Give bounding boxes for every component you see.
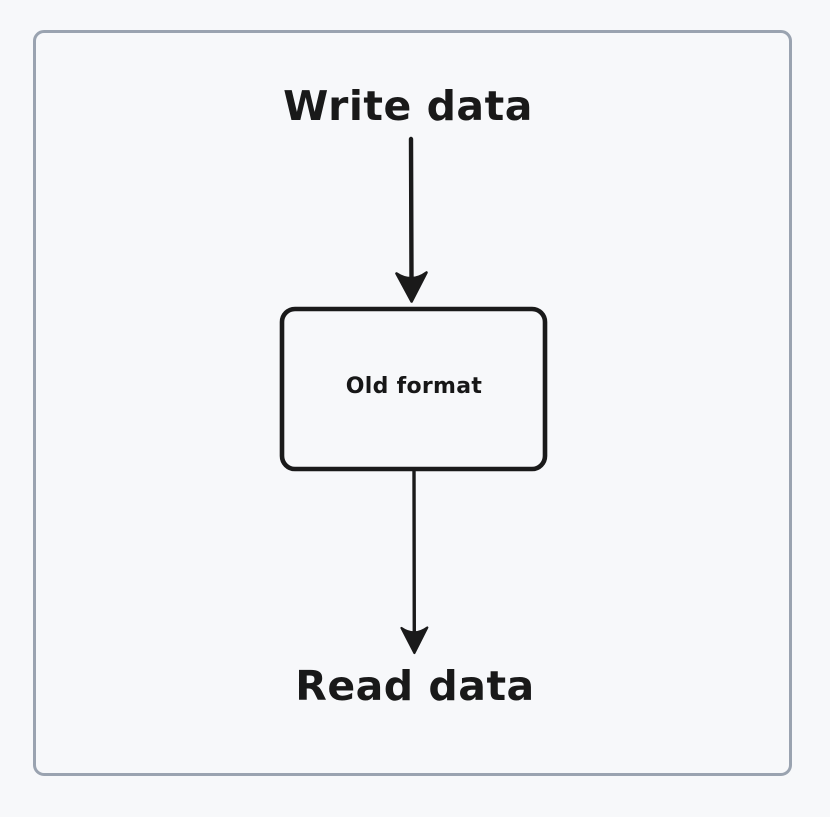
edge-write-arrowhead [395,271,428,303]
edge-write-shaft [408,136,414,284]
node-old-format-label: Old format [345,374,483,399]
edge-read-arrowhead [400,626,429,655]
edge-old-format-to-read[interactable] [400,468,429,655]
diagram-frame [33,30,792,776]
edge-write-to-old-format[interactable] [395,136,428,303]
read-data-label: Read data [295,662,535,710]
write-data-label: Write data [283,82,533,130]
